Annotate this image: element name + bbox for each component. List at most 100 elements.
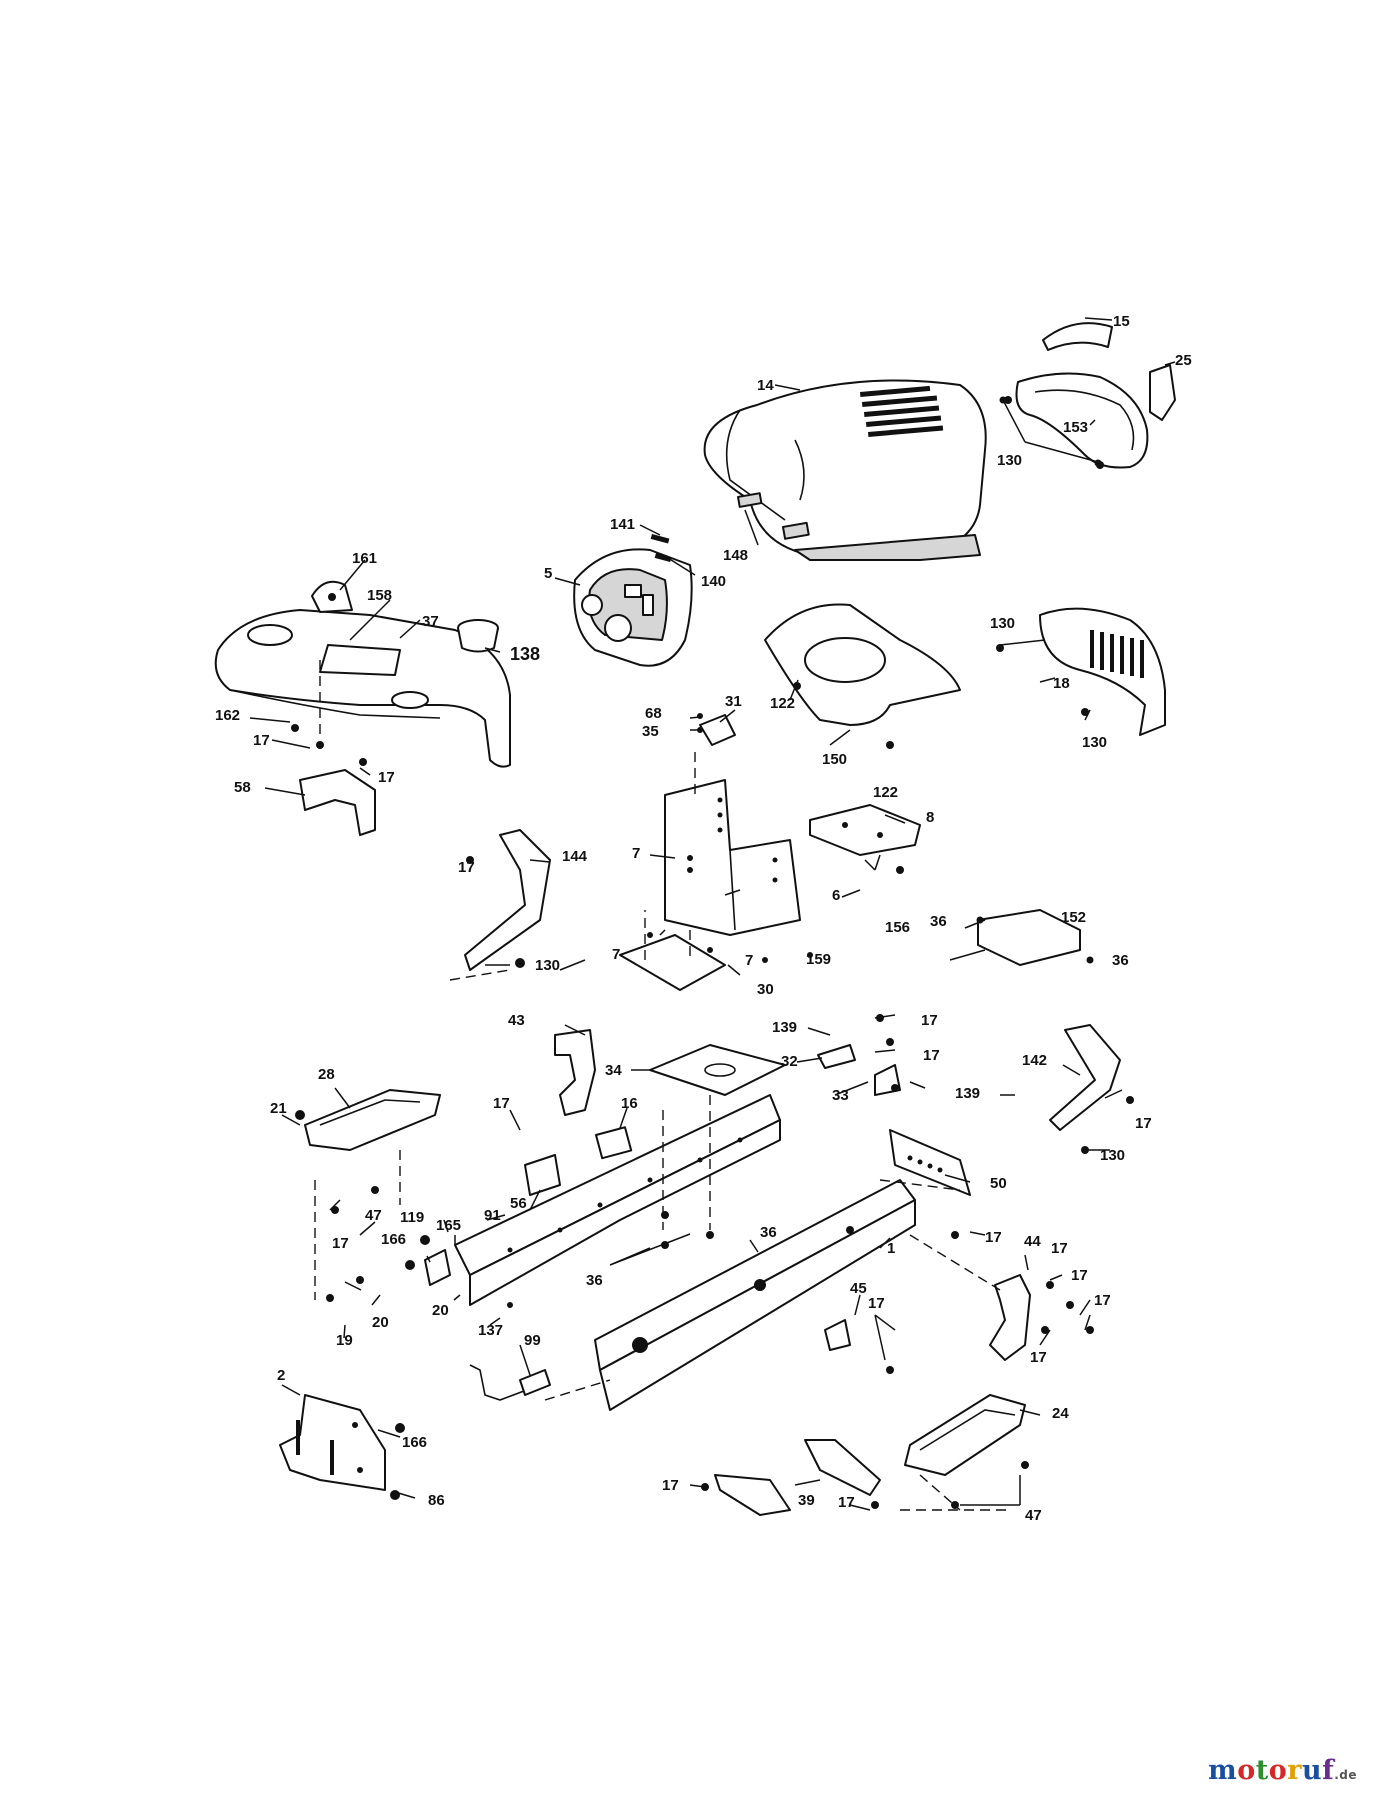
part-31-plate [699,714,736,746]
callout-15: 15 [1113,313,1130,330]
part-6-battery-box [664,779,801,936]
assembly-lines [314,660,1010,1511]
callout-36-b: 36 [1112,952,1129,969]
callout-68: 68 [645,705,662,722]
callout-158: 158 [367,587,392,604]
part-5-dash-panel [573,548,693,667]
callout-159: 159 [806,951,831,968]
part-15-cover [1042,322,1113,351]
callout-47-a: 47 [365,1207,382,1224]
callout-17-o: 17 [662,1477,679,1494]
callout-17-e: 17 [923,1047,940,1064]
callout-43: 43 [508,1012,525,1029]
part-99-lever [469,1364,551,1401]
part-161-cap [311,580,353,613]
part-8-plate [809,804,921,856]
part-152-battery [977,909,1081,966]
callout-17-j: 17 [1051,1240,1068,1257]
part-56-bracket [524,1154,561,1196]
callout-25: 25 [1175,352,1192,369]
callout-130-a: 130 [997,452,1022,469]
callout-165: 165 [436,1217,461,1234]
callout-7-c: 7 [745,952,753,969]
callout-21: 21 [270,1100,287,1117]
callout-130-e: 130 [1100,1147,1125,1164]
part-165-bracket [424,1249,451,1286]
callout-17-g: 17 [493,1095,510,1112]
callout-139-b: 139 [955,1085,980,1102]
callout-17-d: 17 [921,1012,938,1029]
callout-119: 119 [400,1209,424,1226]
callout-44: 44 [1024,1233,1041,1250]
part-30-plate [619,934,726,991]
callout-17-p: 17 [838,1494,855,1511]
callout-58: 58 [234,779,251,796]
part-2-plate [279,1394,386,1491]
callout-7-a: 7 [632,845,640,862]
callout-36-c: 36 [760,1224,777,1241]
callout-17-i: 17 [985,1229,1002,1246]
part-58-bracket [299,769,376,836]
callout-33: 33 [832,1087,849,1104]
part-138-cup [457,619,499,653]
callout-20-b: 20 [372,1314,389,1331]
callout-130-b: 130 [990,615,1015,632]
callout-19: 19 [336,1332,353,1349]
part-144-bracket [464,829,551,971]
callout-17-k: 17 [1071,1267,1088,1284]
callout-28: 28 [318,1066,335,1083]
callout-130-c: 130 [1082,734,1107,751]
part-50-bracket [889,1129,971,1196]
callout-2: 2 [277,1367,285,1384]
callout-17-f: 17 [1135,1115,1152,1132]
callout-144: 144 [562,848,588,865]
part-16-grommet [595,1126,633,1160]
callout-17-m: 17 [868,1295,885,1312]
callout-152: 152 [1061,909,1086,926]
callout-140: 140 [701,573,726,590]
callout-56: 56 [510,1195,527,1212]
callout-18: 18 [1053,675,1070,692]
part-37-fender [214,609,511,768]
callout-122-b: 122 [873,784,898,801]
callout-142: 142 [1022,1052,1047,1069]
callout-138: 138 [510,644,540,664]
callout-1: 1 [887,1240,895,1257]
part-91-frame [454,1094,781,1306]
callout-labels: 15 25 14 153 130 148 141 140 5 161 158 3… [215,313,1192,1524]
part-14-hood [703,379,987,561]
callout-8: 8 [926,809,934,826]
callout-17-b: 17 [378,769,395,786]
part-18-grille [1039,607,1166,736]
callout-17-a: 17 [253,732,270,749]
leader-lines [249,317,1176,1511]
callout-150: 150 [822,751,847,768]
callout-36-d: 36 [586,1272,603,1289]
callout-91: 91 [484,1207,501,1224]
motoruf-watermark-logo: motoruf.de [1208,1755,1357,1786]
part-34-plate [649,1044,786,1096]
callout-130-d: 130 [535,957,560,974]
callout-35: 35 [642,723,659,740]
callout-47-b: 47 [1025,1507,1042,1524]
callout-34: 34 [605,1062,622,1079]
callout-99: 99 [524,1332,541,1349]
callout-45: 45 [850,1280,867,1297]
part-39-bracket [714,1439,881,1516]
callout-16: 16 [621,1095,638,1112]
callout-139-a: 139 [772,1019,797,1036]
callout-162: 162 [215,707,240,724]
callout-50: 50 [990,1175,1007,1192]
callout-5: 5 [544,565,552,582]
part-43-bracket [554,1029,596,1116]
callout-17-l: 17 [1094,1292,1111,1309]
callout-39: 39 [798,1492,815,1509]
callout-122-a: 122 [770,695,795,712]
callout-30: 30 [757,981,774,998]
callout-86: 86 [428,1492,445,1509]
callout-6: 6 [832,887,840,904]
callout-7-b: 7 [612,946,620,963]
part-142-bracket [1049,1024,1121,1131]
callout-137: 137 [478,1322,503,1339]
part-150-lower-panel [764,603,961,726]
